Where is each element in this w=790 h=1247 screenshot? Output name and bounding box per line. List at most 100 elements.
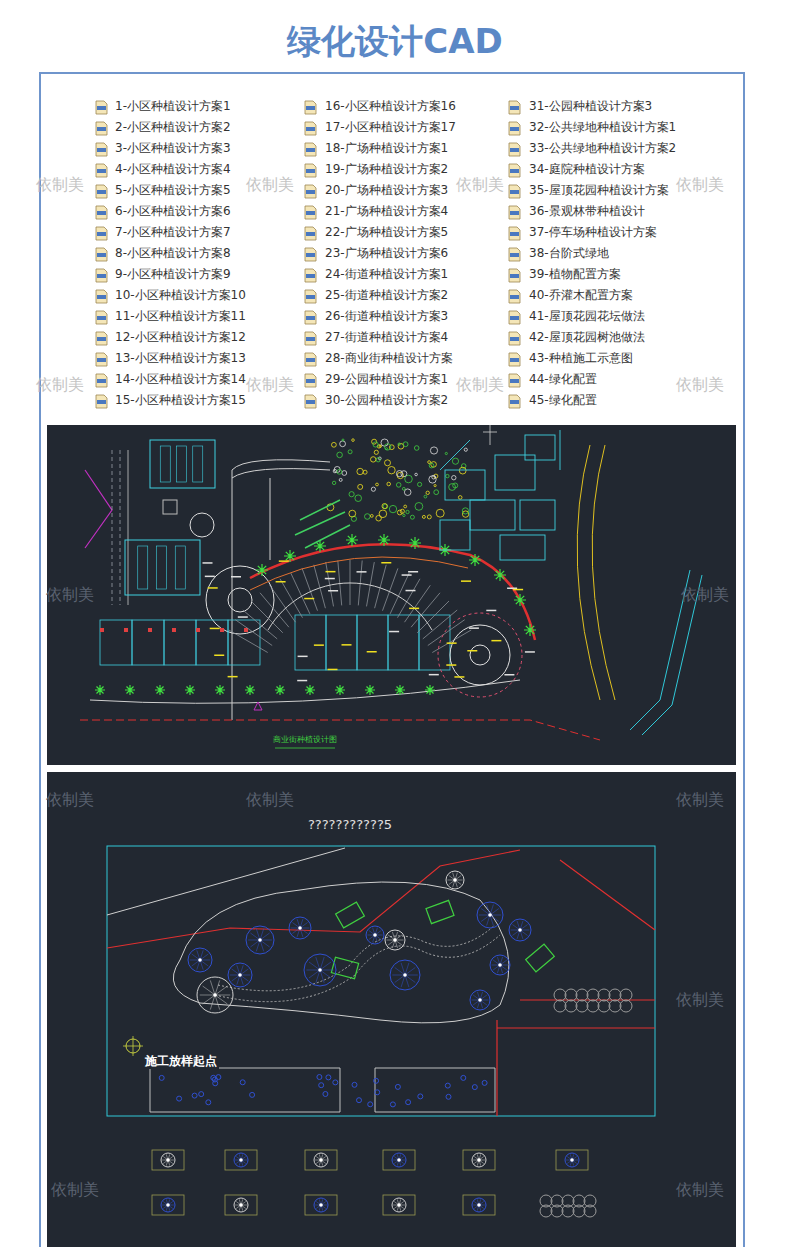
- cad-linework: [297, 680, 307, 682]
- file-icon: [305, 395, 316, 408]
- file-name: 21-广场种植设计方案4: [325, 205, 448, 219]
- cad-linework: [276, 581, 286, 583]
- cad-linework: [279, 560, 289, 562]
- cad-linework: [333, 1080, 338, 1085]
- cad-linework: [565, 989, 577, 1001]
- cad-linework: [225, 1195, 257, 1215]
- cad-linework: [462, 508, 468, 514]
- cad-linework: [577, 445, 615, 700]
- file-name: 14-小区种植设计方案14: [115, 373, 246, 387]
- cad-linework: [429, 476, 436, 483]
- cad-linework: [509, 206, 520, 219]
- cad-linework: [188, 948, 212, 972]
- cad-linework: [306, 337, 315, 341]
- file-icon: [96, 269, 107, 282]
- cad-linework: [393, 1154, 405, 1165]
- cad-linework: [587, 1000, 599, 1012]
- file-icon: [96, 101, 107, 114]
- cad-linework: [152, 1150, 184, 1170]
- watermark: 依制美: [246, 791, 294, 809]
- cad-linework: [551, 1205, 563, 1217]
- cad-linework: [446, 664, 456, 666]
- cad-linework: [510, 274, 519, 278]
- watermark: 依制美: [36, 376, 84, 394]
- cad-linework: [203, 562, 213, 564]
- file-name: 33-公共绿地种植设计方案2: [529, 142, 676, 156]
- cad-linework: [315, 1199, 327, 1210]
- watermark: 依制美: [681, 586, 729, 604]
- cad-linework: [510, 337, 519, 341]
- cad-linework: [511, 921, 530, 939]
- cad-linework: [245, 685, 255, 695]
- cad-linework: [492, 957, 509, 973]
- cad-linework: [150, 1068, 495, 1112]
- file-icon: [509, 122, 520, 135]
- cad-linework: [406, 510, 409, 513]
- file-name: 39-植物配置方案: [529, 268, 621, 282]
- cad-linework: [509, 919, 531, 941]
- cad-linework: [162, 1154, 174, 1165]
- cad-linework: [96, 206, 107, 219]
- cad-linework: [453, 483, 458, 488]
- cad-linework: [620, 989, 632, 1001]
- cad-linework: [305, 374, 316, 387]
- cad-linework: [291, 919, 310, 937]
- cad-linework: [393, 938, 397, 942]
- cad-linework: [220, 628, 224, 632]
- file-name: 12-小区种植设计方案12: [115, 331, 246, 345]
- cad-linework: [436, 509, 444, 517]
- file-name: 9-小区种植设计方案9: [115, 268, 231, 282]
- watermark: 依制美: [676, 1181, 724, 1199]
- cad-linework: [228, 620, 260, 665]
- watermark: 依制美: [676, 176, 724, 194]
- cad-plan-commercial: [47, 425, 736, 765]
- cad-linework: [472, 1153, 486, 1167]
- cad-linework: [306, 148, 315, 152]
- cad-linework: [409, 537, 421, 549]
- cad-linework: [509, 395, 520, 408]
- file-name: 36-景观林带种植设计: [529, 205, 645, 219]
- cad-linework: [403, 973, 407, 977]
- file-name: 45-绿化配置: [529, 394, 597, 408]
- cad-linework: [446, 871, 464, 889]
- cad-linework: [246, 926, 274, 954]
- file-name: 40-乔灌木配置方案: [529, 289, 633, 303]
- file-name: 26-街道种植设计方案3: [325, 310, 448, 324]
- file-name: 6-小区种植设计方案6: [115, 205, 231, 219]
- file-icon: [305, 206, 316, 219]
- file-icon: [305, 185, 316, 198]
- cad-linework: [125, 540, 200, 595]
- cad-linework: [469, 627, 479, 629]
- cad-linework: [314, 1153, 328, 1167]
- cad-linework: [215, 925, 500, 1002]
- cad-linework: [326, 571, 336, 573]
- watermark: 依制美: [51, 1181, 99, 1199]
- cad-linework: [177, 1096, 182, 1101]
- cad-linework: [319, 1083, 324, 1088]
- file-icon: [96, 248, 107, 261]
- cad-linework: [461, 1075, 466, 1080]
- cad-linework: [398, 443, 400, 445]
- cad-linework: [97, 211, 106, 215]
- watermark: 依制美: [676, 376, 724, 394]
- cad-linework: [408, 571, 418, 573]
- cad-linework: [172, 628, 176, 632]
- file-name: 31-公园种植设计方案3: [529, 100, 652, 114]
- cad-linework: [525, 435, 555, 460]
- cad-linework: [504, 674, 514, 676]
- cad-linework: [319, 1158, 323, 1162]
- cad-linework: [374, 1078, 379, 1083]
- cad-linework: [366, 926, 384, 944]
- cad-linework: [335, 685, 345, 695]
- cad-linework: [305, 164, 316, 177]
- cad-linework: [434, 490, 439, 495]
- cad-linework: [314, 1198, 328, 1212]
- cad-linework: [403, 514, 405, 516]
- watermark: 依制美: [246, 376, 294, 394]
- cad-linework: [275, 685, 285, 695]
- file-icon: [96, 143, 107, 156]
- cad-linework: [463, 1150, 495, 1170]
- cad-linework: [306, 211, 315, 215]
- cad-linework: [415, 503, 423, 511]
- cad-linework: [609, 989, 621, 1001]
